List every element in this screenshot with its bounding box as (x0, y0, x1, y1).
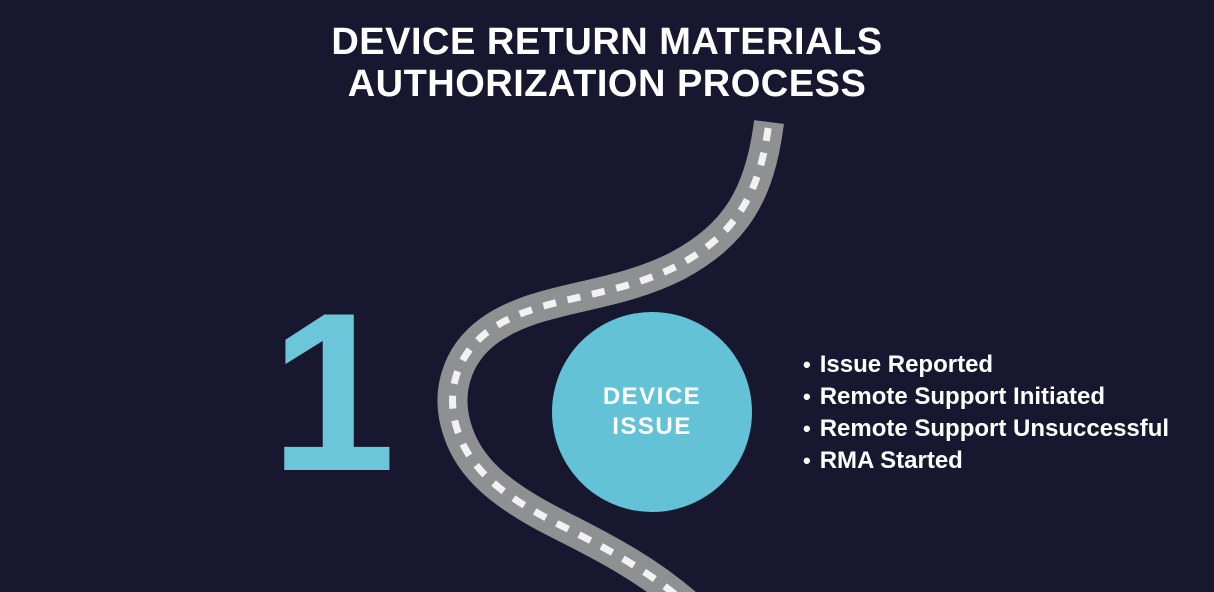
bullet-dot-icon: • (803, 384, 811, 409)
list-item: • Remote Support Initiated (803, 381, 1169, 413)
list-item: • Issue Reported (803, 349, 1169, 381)
list-item-label: Remote Support Initiated (819, 383, 1106, 410)
list-item-label: Remote Support Unsuccessful (819, 415, 1170, 442)
step-detail-list: • Issue Reported • Remote Support Initia… (803, 349, 1169, 477)
list-item-label: RMA Started (819, 447, 963, 474)
bullet-dot-icon: • (803, 352, 811, 377)
bullet-dot-icon: • (803, 448, 811, 473)
bullet-dot-icon: • (803, 416, 811, 441)
step-circle-device-issue: DEVICE ISSUE (552, 312, 752, 512)
step-number: 1 (270, 265, 396, 518)
page-title-line-2: AUTHORIZATION PROCESS (347, 63, 867, 105)
step-circle-label-line-1: DEVICE (602, 383, 702, 410)
road-surface (437, 120, 784, 592)
list-item: • Remote Support Unsuccessful (803, 413, 1169, 445)
list-item: • RMA Started (803, 445, 1169, 477)
list-item-label: Issue Reported (819, 351, 994, 378)
page-title-line-1: DEVICE RETURN MATERIALS (331, 21, 883, 63)
page-title: DEVICE RETURN MATERIALS AUTHORIZATION PR… (0, 21, 1214, 105)
step-circle-label-line-2: ISSUE (612, 413, 692, 440)
